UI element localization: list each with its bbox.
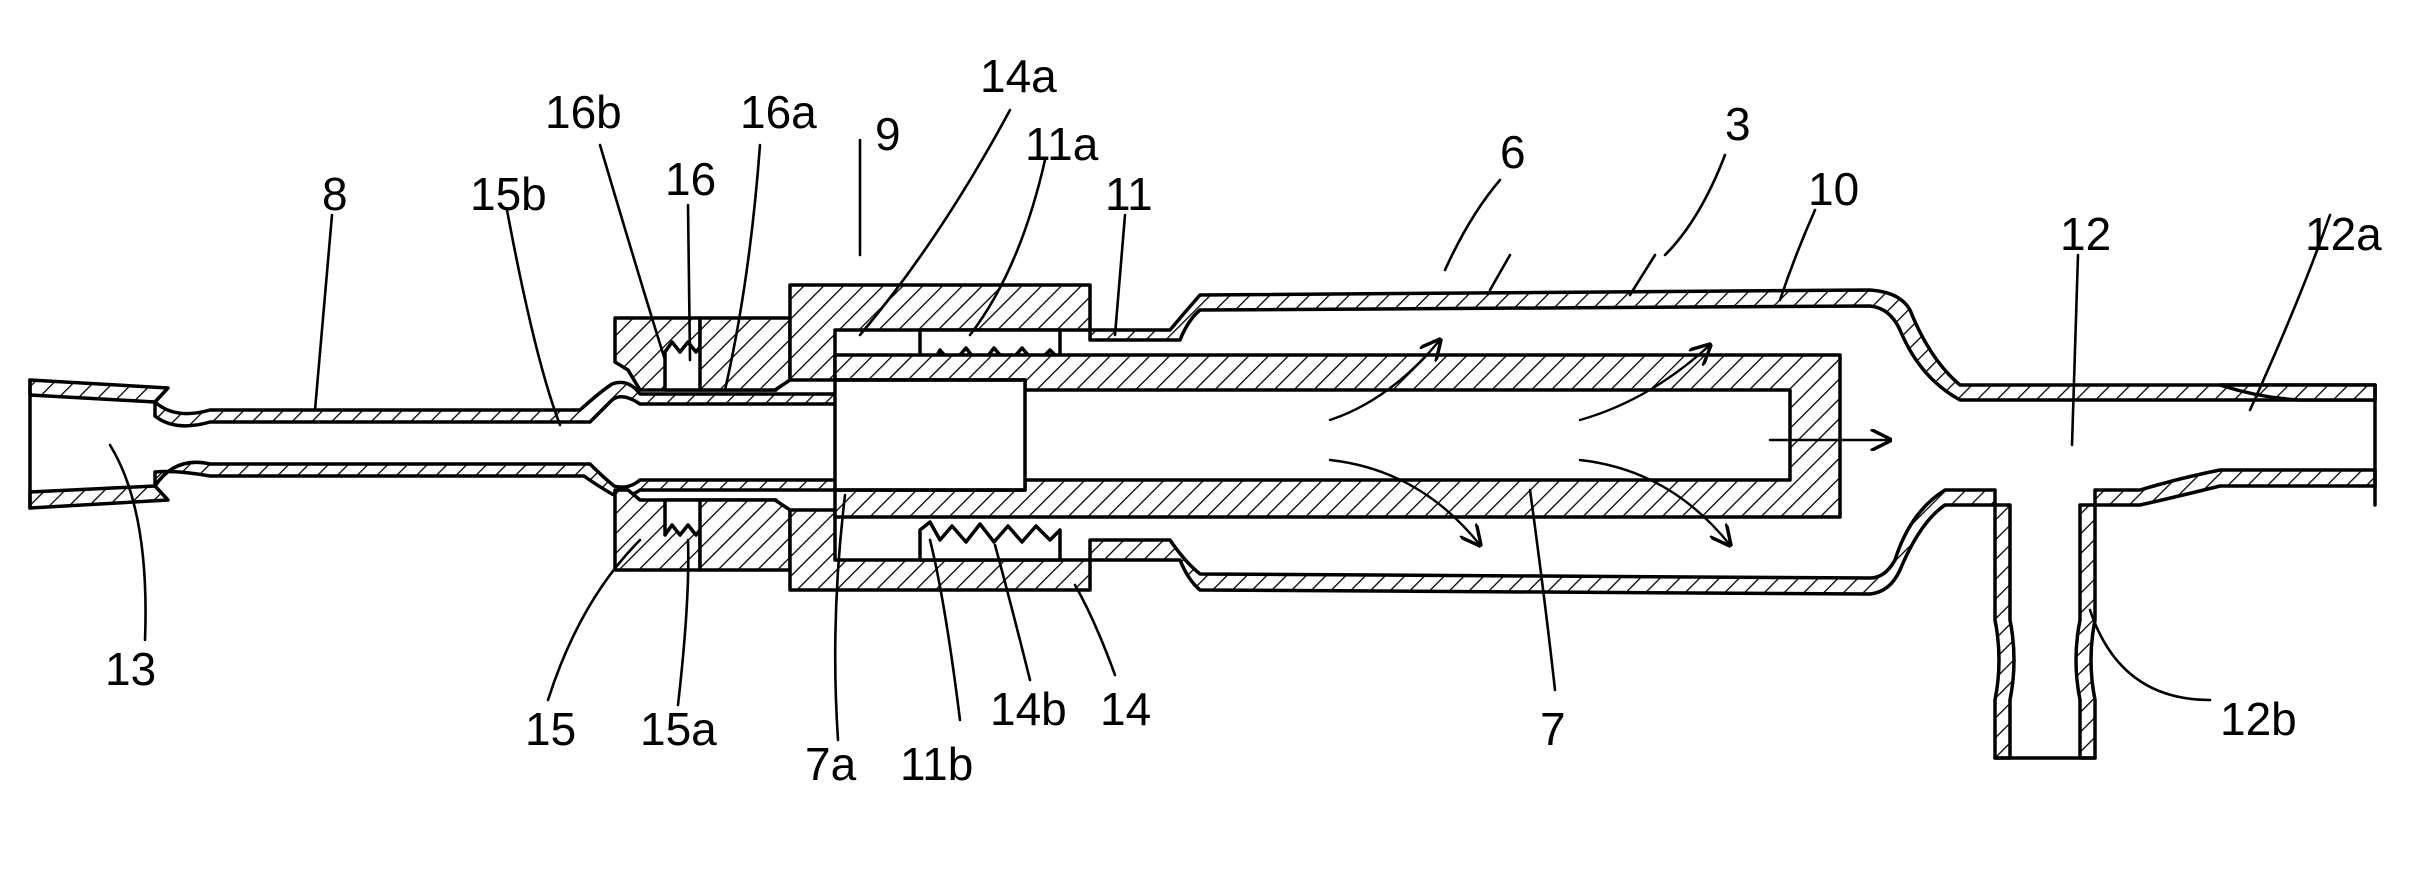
- insert-tube-7: [835, 355, 1840, 517]
- label-14b: 14b: [990, 683, 1067, 735]
- label-16a: 16a: [740, 86, 817, 138]
- label-9: 9: [875, 108, 901, 160]
- label-10: 10: [1808, 163, 1859, 215]
- label-15: 15: [525, 703, 576, 755]
- label-15a: 15a: [640, 703, 717, 755]
- label-12: 12: [2060, 208, 2111, 260]
- label-14: 14: [1100, 683, 1151, 735]
- inlet-pipe-8: [30, 380, 845, 508]
- label-12a: 12a: [2305, 208, 2382, 260]
- label-13: 13: [105, 643, 156, 695]
- label-16b: 16b: [545, 86, 622, 138]
- label-14a: 14a: [980, 50, 1057, 102]
- label-11: 11: [1105, 168, 1153, 220]
- label-8: 8: [322, 168, 348, 220]
- label-7a: 7a: [805, 738, 857, 790]
- label-6: 6: [1500, 126, 1526, 178]
- label-12b: 12b: [2220, 693, 2297, 745]
- label-11a: 11a: [1025, 118, 1099, 170]
- label-3: 3: [1725, 98, 1751, 150]
- label-11b: 11b: [900, 738, 973, 790]
- label-15b: 15b: [470, 168, 547, 220]
- label-16: 16: [665, 153, 716, 205]
- label-7: 7: [1540, 703, 1566, 755]
